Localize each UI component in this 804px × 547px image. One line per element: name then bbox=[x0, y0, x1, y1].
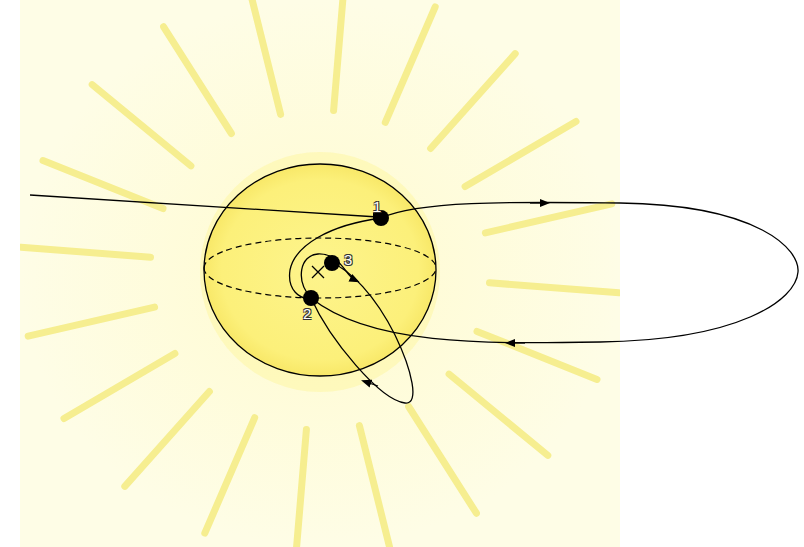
orbit-arrow bbox=[366, 382, 378, 386]
sun-glow-background bbox=[20, 0, 620, 547]
equator-back bbox=[204, 238, 436, 268]
sun-ray bbox=[385, 7, 435, 122]
sun-ray bbox=[92, 85, 191, 166]
center-cross bbox=[312, 266, 324, 278]
incoming-path bbox=[30, 195, 378, 217]
sun-ray bbox=[431, 54, 516, 149]
sun-ray bbox=[465, 121, 576, 186]
sun-sphere bbox=[204, 164, 436, 376]
sun-ray bbox=[485, 204, 611, 233]
sun-ray bbox=[477, 331, 597, 379]
callout-number: 1 bbox=[373, 199, 381, 214]
sun-ray bbox=[43, 161, 163, 209]
sun-ray bbox=[21, 247, 151, 257]
sun-ray bbox=[409, 407, 477, 514]
sun-ray bbox=[250, 0, 280, 114]
sun-ray bbox=[334, 0, 344, 110]
equator-front bbox=[204, 268, 436, 298]
sun-ray bbox=[449, 374, 548, 455]
sun-rays bbox=[21, 0, 619, 547]
sun-ray bbox=[296, 430, 306, 547]
sun-ray bbox=[164, 27, 232, 134]
lower-orbit bbox=[311, 263, 413, 403]
outer-orbit bbox=[311, 202, 798, 342]
point-dot bbox=[303, 290, 319, 306]
sun-ray bbox=[125, 392, 210, 487]
inner-path bbox=[290, 218, 381, 298]
sun-ray bbox=[205, 418, 255, 533]
sun-ray bbox=[490, 283, 620, 293]
point-dot bbox=[324, 255, 340, 271]
orbit-arrow bbox=[530, 202, 545, 203]
callout-number: 3 bbox=[344, 252, 352, 267]
callout-number: 2 bbox=[303, 306, 311, 321]
orbit-arrow bbox=[510, 342, 525, 343]
sun-ray bbox=[64, 353, 175, 418]
sun-ray bbox=[28, 307, 154, 336]
sun-ray bbox=[359, 426, 389, 547]
